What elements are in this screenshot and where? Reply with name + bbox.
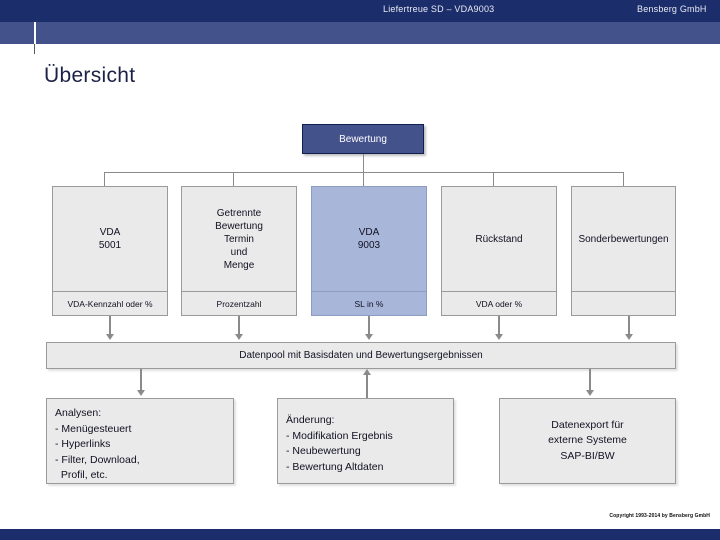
analysen-line-1: Analysen: (55, 407, 102, 419)
analysen-line-4: - Filter, Download, (55, 453, 140, 466)
node-vda-9003-sub: SL in % (311, 292, 427, 316)
node-datenexport[interactable]: Datenexport für externe Systeme SAP-BI/B… (499, 398, 676, 484)
connector-col4-to-datapool (498, 316, 500, 336)
page-title: Übersicht (44, 64, 136, 87)
arrow-col1-down (106, 334, 114, 340)
analysen-line-3: - Hyperlinks (55, 438, 111, 450)
header-company: Bensberg GmbH (637, 4, 707, 14)
header-bar-secondary (0, 22, 720, 44)
node-getrennte-bewertung[interactable]: Getrennte Bewertung Termin und Menge Pro… (181, 186, 297, 316)
aenderung-line-3: - Neubewertung (286, 445, 361, 457)
node-aenderung[interactable]: Änderung: - Modifikation Ergebnis - Neub… (277, 398, 454, 484)
footer-copyright: Copyright 1993-2014 by Bensberg GmbH (609, 513, 710, 519)
node-rueckstand-title: Rückstand (441, 186, 557, 292)
connector-drop-2 (233, 172, 234, 186)
node-rueckstand[interactable]: Rückstand VDA oder % (441, 186, 557, 316)
arrow-col5-down (625, 334, 633, 340)
connector-col3-to-datapool (368, 316, 370, 336)
arrow-datenexport-down (586, 390, 594, 396)
node-bewertung-label: Bewertung (339, 133, 387, 145)
connector-col5-to-datapool (628, 316, 630, 336)
header-bar-primary (0, 0, 720, 22)
node-sonderbewertungen[interactable]: Sonderbewertungen (571, 186, 719, 316)
connector-col2-to-datapool (238, 316, 240, 336)
connector-drop-4 (493, 172, 494, 186)
connector-drop-3 (363, 172, 364, 186)
connector-col1-to-datapool (109, 316, 111, 336)
arrow-col3-down (365, 334, 373, 340)
connector-root-stem (363, 154, 364, 172)
node-sonderbewertungen-sub (571, 292, 676, 316)
connector-aenderung-to-datapool (366, 375, 368, 398)
node-vda-9003[interactable]: VDA 9003 SL in % (311, 186, 427, 316)
header-title: Liefertreue SD – VDA9003 (383, 4, 495, 14)
aenderung-line-2: - Modifikation Ergebnis (286, 429, 393, 442)
node-analysen[interactable]: Analysen: - Menügesteuert - Hyperlinks -… (46, 398, 234, 484)
connector-drop-5 (623, 172, 624, 186)
node-vda-5001-sub: VDA-Kennzahl oder % (52, 292, 168, 316)
node-vda-9003-title: VDA 9003 (311, 186, 427, 292)
arrow-aenderung-up (363, 369, 371, 375)
node-sonderbewertungen-title: Sonderbewertungen (571, 186, 676, 292)
connector-datapool-to-datenexport (589, 369, 591, 392)
node-datenpool[interactable]: Datenpool mit Basisdaten und Bewertungse… (46, 342, 676, 369)
footer-bar (0, 529, 720, 540)
analysen-line-5: Profil, etc. (55, 469, 108, 481)
node-getrennte-bewertung-title: Getrennte Bewertung Termin und Menge (181, 186, 297, 292)
datenexport-line-3: SAP-BI/BW (560, 449, 615, 462)
connector-drop-1 (104, 172, 105, 186)
connector-datapool-to-analysen (140, 369, 142, 392)
node-vda-5001-title: VDA 5001 (52, 186, 168, 292)
aenderung-line-1: Änderung: (286, 414, 335, 426)
node-getrennte-bewertung-sub: Prozentzahl (181, 292, 297, 316)
arrow-col2-down (235, 334, 243, 340)
datenexport-line-1: Datenexport für (551, 418, 624, 431)
aenderung-line-4: - Bewertung Altdaten (286, 460, 384, 473)
node-bewertung[interactable]: Bewertung (302, 124, 424, 154)
header-accent-tick (34, 22, 36, 52)
node-datenpool-label: Datenpool mit Basisdaten und Bewertungse… (239, 350, 483, 361)
arrow-col4-down (495, 334, 503, 340)
header-accent-tick-lower (34, 44, 35, 54)
node-rueckstand-sub: VDA oder % (441, 292, 557, 316)
arrow-analysen-down (137, 390, 145, 396)
node-vda-5001[interactable]: VDA 5001 VDA-Kennzahl oder % (52, 186, 168, 316)
datenexport-line-2: externe Systeme (548, 434, 627, 447)
analysen-line-2: - Menügesteuert (55, 422, 132, 435)
